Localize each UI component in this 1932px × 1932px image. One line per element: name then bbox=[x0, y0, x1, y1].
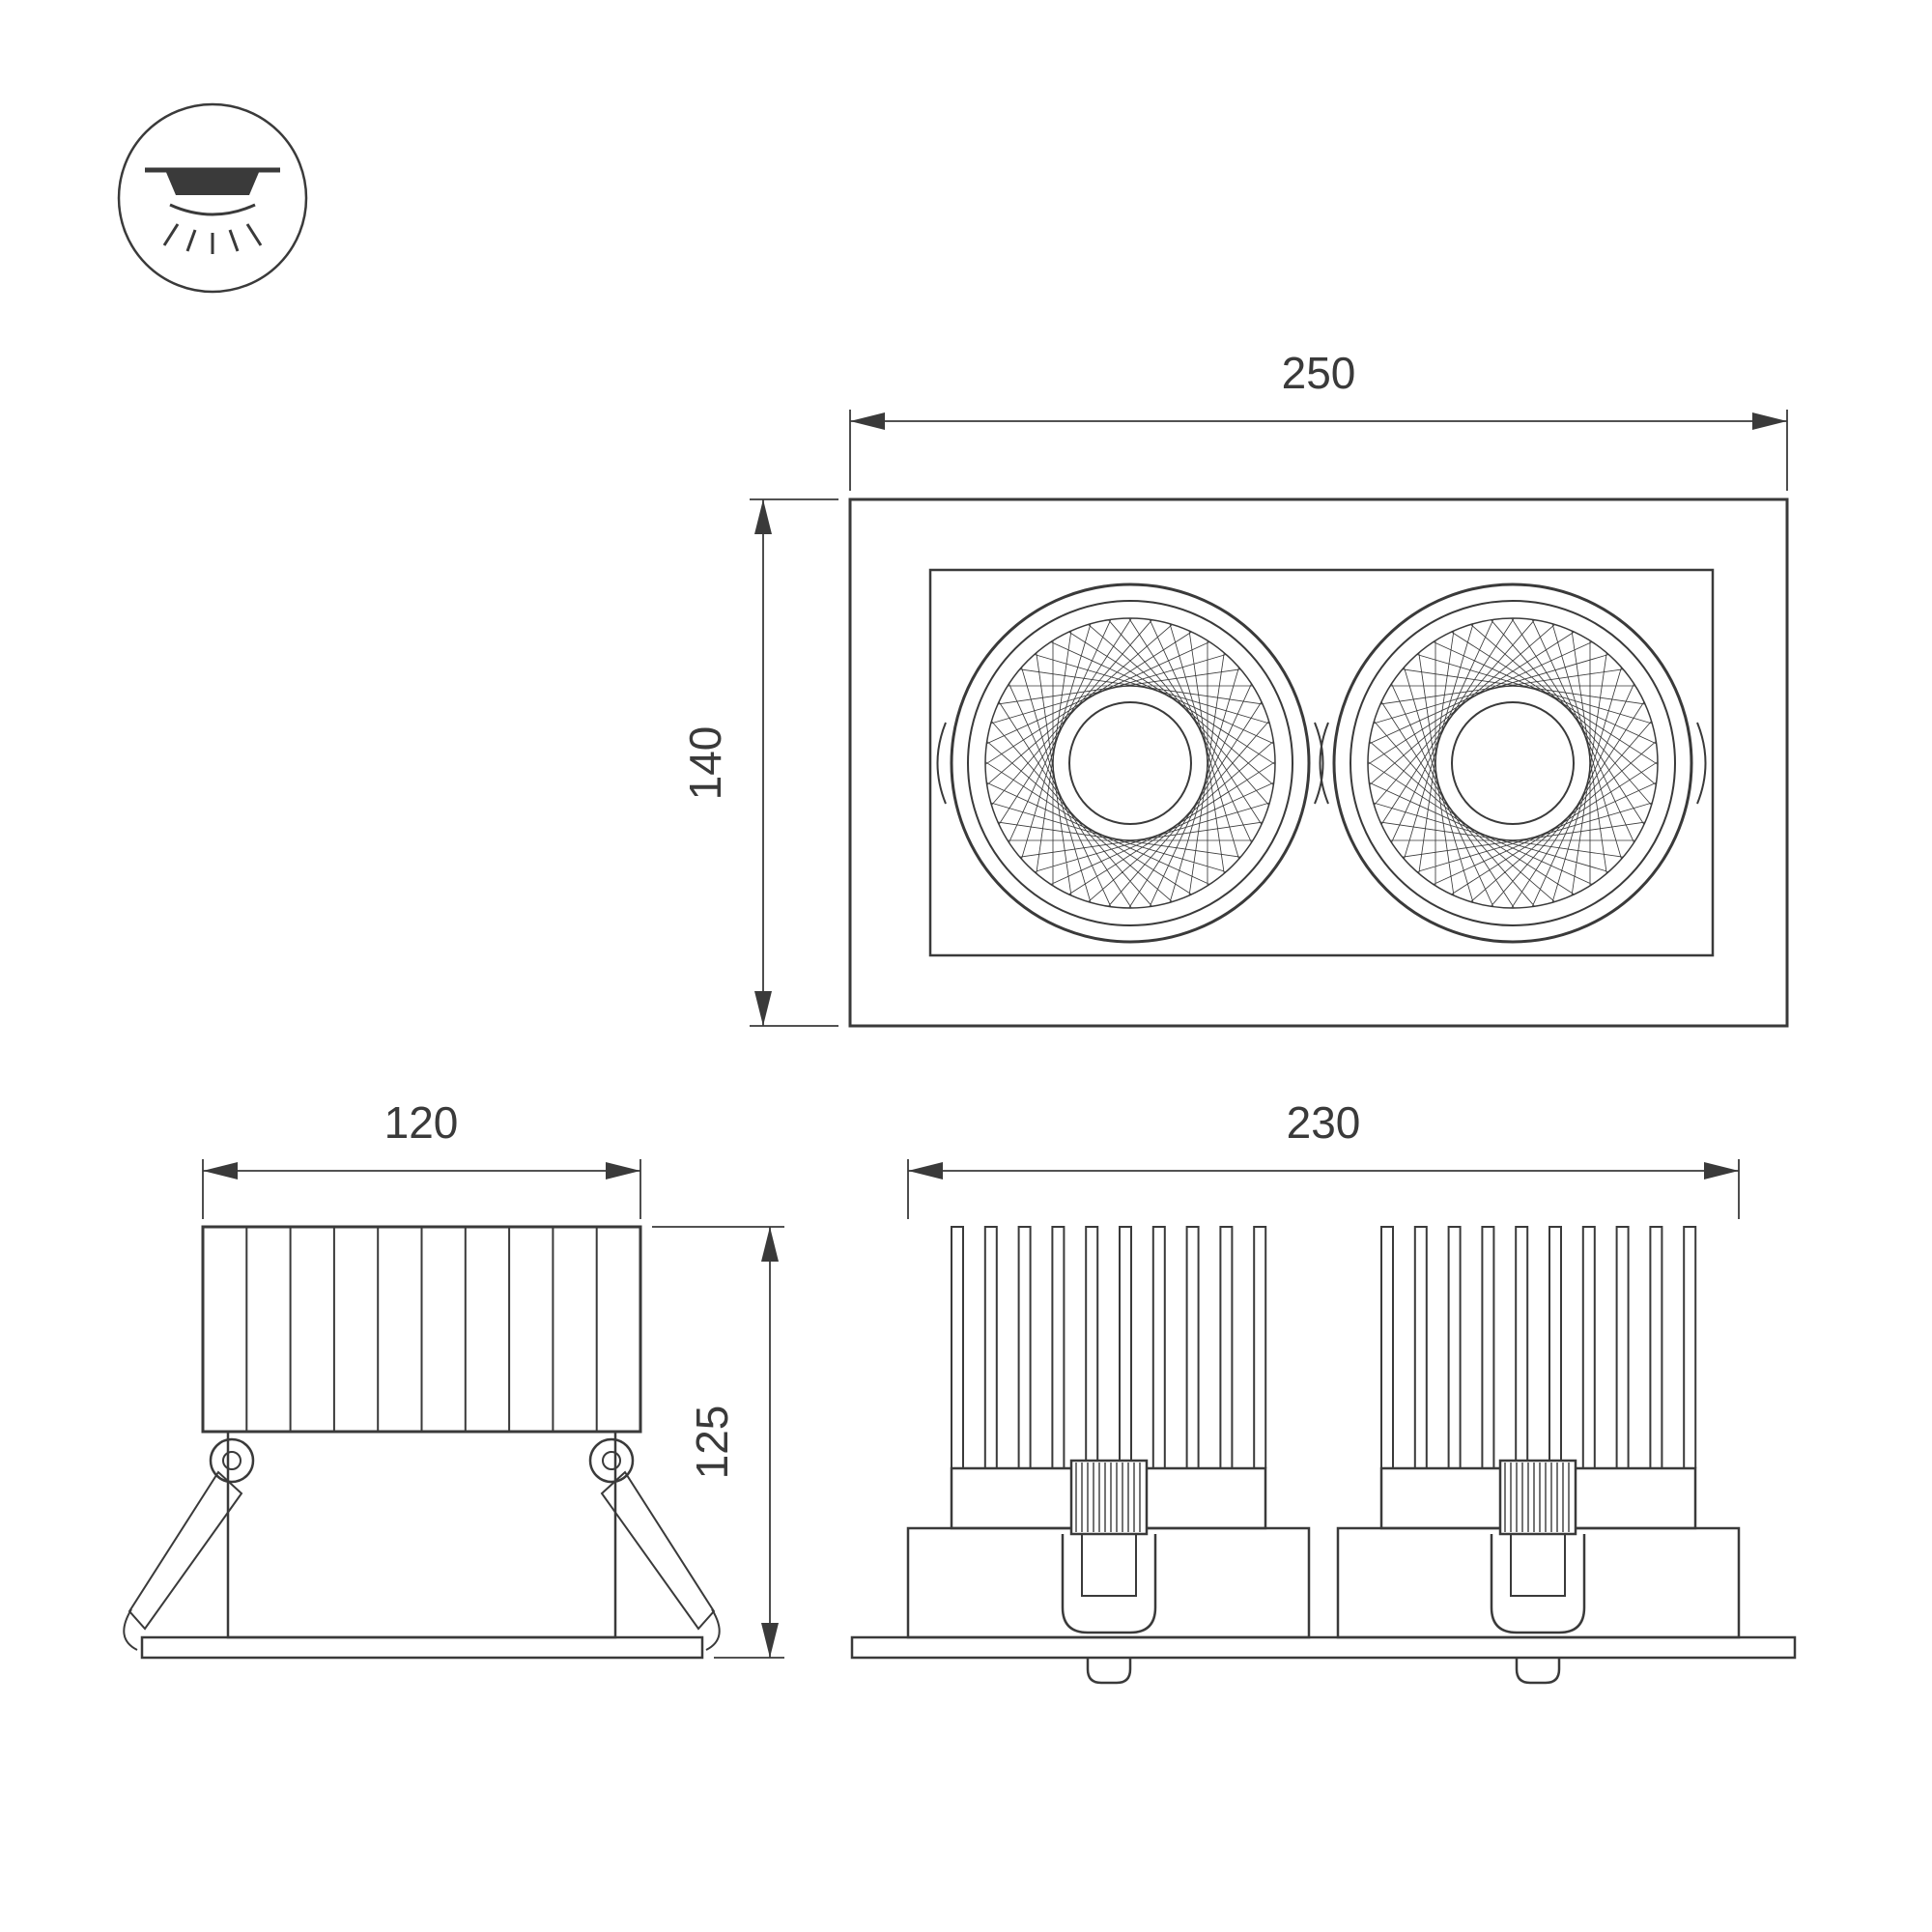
dimension-front-width: 250 bbox=[849, 348, 1788, 491]
dim-side-height-label: 125 bbox=[687, 1406, 737, 1480]
long-side-view bbox=[850, 1226, 1797, 1685]
clamp-right-knurl bbox=[1504, 1463, 1570, 1532]
clamp-left bbox=[1061, 1459, 1157, 1685]
dimension-side-width: 120 bbox=[202, 1097, 641, 1219]
long-housing-left bbox=[906, 1526, 1311, 1639]
dimension-front-height: 140 bbox=[680, 498, 838, 1027]
side-clip-pivot-left bbox=[209, 1437, 255, 1484]
dimension-side-height: 125 bbox=[652, 1226, 784, 1659]
dim-front-width-label: 250 bbox=[1282, 348, 1356, 398]
lamp-left-pivot-right bbox=[1314, 722, 1324, 805]
lamp-left bbox=[936, 582, 1324, 944]
icon-circle bbox=[117, 102, 308, 294]
spring-clip-left bbox=[123, 1470, 243, 1651]
front-outer-frame bbox=[848, 497, 1789, 1028]
dim-long-width-label: 230 bbox=[1287, 1097, 1361, 1148]
clamp-left-knurl bbox=[1075, 1463, 1141, 1532]
long-heatsink-fins-right bbox=[1380, 1226, 1697, 1468]
dim-side-width-label: 120 bbox=[384, 1097, 459, 1148]
lamp-left-reflector-mesh bbox=[984, 617, 1276, 909]
clamp-right bbox=[1490, 1459, 1586, 1685]
lamp-right-pivot-right bbox=[1696, 722, 1707, 805]
long-heatsink-fins-left bbox=[951, 1226, 1267, 1468]
lamp-right-pivot-left bbox=[1319, 722, 1329, 805]
side-housing bbox=[226, 1430, 617, 1639]
side-view bbox=[123, 1225, 721, 1660]
lamp-right-reflector-mesh bbox=[1367, 617, 1659, 909]
front-view bbox=[848, 497, 1789, 1028]
side-heatsink-fins bbox=[245, 1227, 598, 1432]
icon-lamp-body bbox=[165, 170, 260, 195]
long-trim-flange bbox=[850, 1635, 1797, 1660]
icon-light-rays bbox=[162, 223, 263, 254]
lamp-left-pivot-left bbox=[936, 722, 947, 805]
front-inner-opening bbox=[928, 568, 1715, 957]
dim-front-height-label: 140 bbox=[680, 726, 730, 801]
dimension-long-width: 230 bbox=[907, 1097, 1740, 1219]
spring-clip-right bbox=[600, 1470, 721, 1651]
side-trim-flange bbox=[140, 1635, 704, 1660]
long-housing-right bbox=[1336, 1526, 1741, 1639]
lamp-right bbox=[1319, 582, 1707, 944]
recessed-downlight-icon bbox=[117, 102, 308, 294]
side-clip-pivot-right bbox=[588, 1437, 635, 1484]
icon-lens-arc bbox=[169, 203, 256, 216]
